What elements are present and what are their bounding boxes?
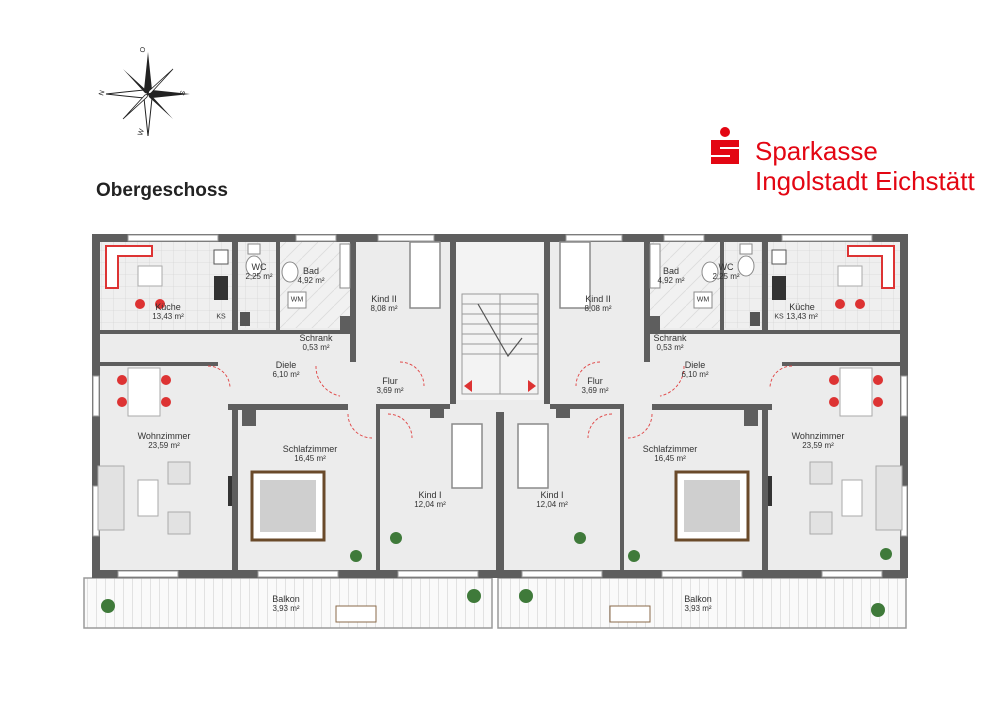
compass-rose: O N S W: [98, 44, 198, 144]
compass-label-n: N: [98, 90, 106, 97]
fridge-tag-left: KS: [216, 313, 226, 321]
floor-title: Obergeschoss: [96, 180, 228, 201]
balcony-left: [83, 577, 493, 629]
washer-tag-left: WM: [290, 296, 304, 304]
floor-plan-drawing: [83, 234, 908, 629]
stair-arrow-right-icon: [528, 380, 536, 392]
kitchen-right: [835, 245, 895, 309]
brand-name-line2: Ingolstadt Eichstätt: [755, 166, 975, 196]
stair-arrow-left-icon: [464, 380, 472, 392]
dining-left: [117, 367, 171, 417]
compass-label-w: W: [137, 128, 146, 137]
compass-star-icon: [105, 52, 190, 137]
compass-label-o: O: [139, 46, 148, 54]
balcony-right: [497, 577, 907, 629]
washer-tag-right: WM: [696, 296, 710, 304]
dining-right: [829, 367, 883, 417]
kitchen-left: [105, 245, 165, 309]
compass-label-s: S: [179, 90, 187, 97]
brand-name-line1: Sparkasse: [755, 136, 878, 166]
brand-block: Sparkasse Ingolstadt Eichstätt: [708, 126, 998, 196]
sparkasse-logo-icon: [711, 127, 739, 164]
fridge-tag-right: KS: [774, 313, 784, 321]
